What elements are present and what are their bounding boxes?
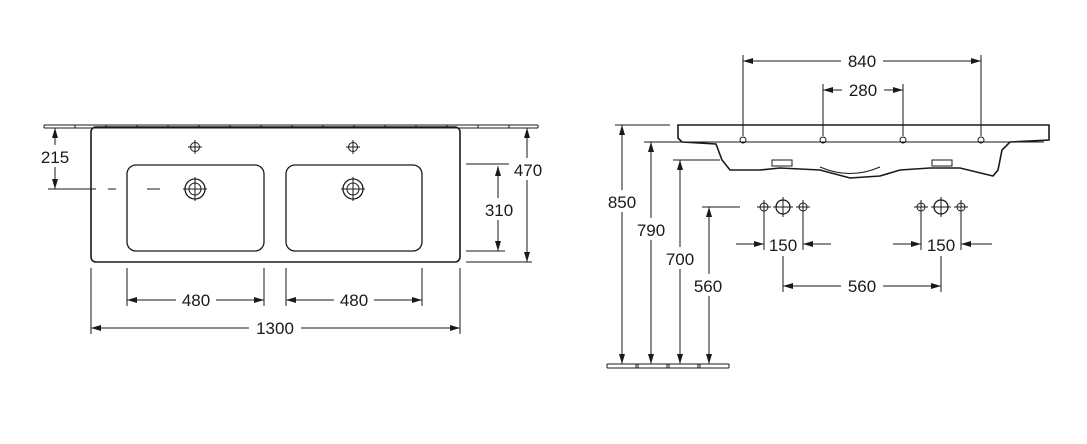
tap-hole-right <box>346 140 360 154</box>
bowl-left <box>126 164 265 252</box>
dim-850-label: 850 <box>608 193 636 212</box>
dim-470-label: 470 <box>514 161 542 180</box>
dim-150-left <box>736 214 831 250</box>
dim-790 <box>632 141 690 364</box>
dim-215-label: 215 <box>41 148 69 167</box>
dim-700 <box>661 159 720 364</box>
dim-560-vertical <box>690 206 740 364</box>
dim-700-label: 700 <box>666 250 694 269</box>
dim-560-horizontal <box>782 256 942 296</box>
dim-280-label: 280 <box>849 81 877 100</box>
floor <box>606 363 730 369</box>
bowl-right <box>285 164 423 252</box>
dim-790-label: 790 <box>637 221 665 240</box>
dim-480-left-label: 480 <box>182 291 210 310</box>
connections-right <box>914 197 968 217</box>
side-view: 840 280 850 790 <box>603 51 1050 369</box>
dim-480-right-label: 480 <box>340 291 368 310</box>
dim-560-horizontal-label: 560 <box>848 277 876 296</box>
basin-outline <box>90 126 461 263</box>
dim-840 <box>742 51 982 136</box>
dim-150-left-label: 150 <box>769 236 797 255</box>
dim-280 <box>822 80 904 136</box>
profile-holes <box>739 136 985 144</box>
dim-215 <box>34 128 96 190</box>
dim-850 <box>603 124 670 364</box>
dim-150-right-label: 150 <box>927 236 955 255</box>
dim-1300-label: 1300 <box>256 319 294 338</box>
top-view: 215 470 310 48 <box>34 124 549 338</box>
basin-profile <box>677 124 1050 179</box>
drain-right <box>341 177 365 201</box>
dim-480-right <box>285 268 423 310</box>
connections-left <box>757 197 810 217</box>
drain-left <box>183 177 207 201</box>
dim-310 <box>466 166 520 252</box>
dim-840-label: 840 <box>848 52 876 71</box>
dim-1300 <box>90 268 461 338</box>
dim-480-left <box>126 268 265 310</box>
dim-470 <box>466 128 549 263</box>
dim-310-label: 310 <box>485 201 513 220</box>
dim-560-vertical-label: 560 <box>694 277 722 296</box>
dim-150-right <box>893 214 992 250</box>
tap-hole-left <box>188 140 202 154</box>
